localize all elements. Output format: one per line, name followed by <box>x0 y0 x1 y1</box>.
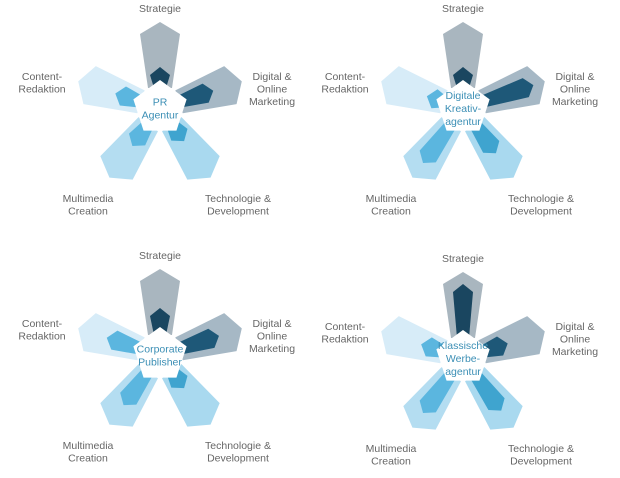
axis-label: Development <box>207 206 269 218</box>
axis-label: Digital & <box>555 321 594 333</box>
axis-label: Online <box>560 334 591 346</box>
axis-petal <box>403 367 461 430</box>
axis-petal <box>443 22 483 88</box>
axis-label: Marketing <box>552 346 598 358</box>
axis-petal <box>403 117 461 180</box>
chart-title-line: Kreativ- <box>445 103 482 115</box>
axis-label: Development <box>510 456 572 468</box>
axis-label: Marketing <box>552 96 598 108</box>
axis-label: Strategie <box>442 3 484 15</box>
axis-label: Strategie <box>442 253 484 265</box>
axis-label: Online <box>257 84 288 96</box>
axis-label: Online <box>257 331 288 343</box>
axis-petal <box>78 313 145 361</box>
petal-level <box>177 83 214 108</box>
axis-label: Strategie <box>139 3 181 15</box>
axis-label: Creation <box>371 206 411 218</box>
axis-label: Content- <box>22 71 63 83</box>
axis-petal <box>443 272 483 338</box>
axis-label: Marketing <box>249 343 295 355</box>
petal-level <box>419 370 457 414</box>
axis-label: Technologie & <box>205 440 271 452</box>
petal-outer <box>78 66 145 114</box>
chart-title-line: PR <box>153 97 168 109</box>
petal-level <box>453 67 473 88</box>
chart-title-line: Werbe- <box>446 353 481 365</box>
axis-label: Development <box>207 453 269 465</box>
axis-label: Creation <box>371 456 411 468</box>
petal-outer <box>140 269 180 335</box>
petal-level <box>419 120 457 164</box>
petal-level <box>150 67 170 88</box>
chart-title-line: Digitale <box>445 90 480 102</box>
axis-petal <box>478 66 545 114</box>
axis-label: Content- <box>325 321 366 333</box>
axis-label: Technologie & <box>508 443 574 455</box>
axis-label: Content- <box>325 71 366 83</box>
chart-title-line: Corporate <box>137 344 184 356</box>
chart-title-line: Klassische <box>438 340 488 352</box>
axis-label: Creation <box>68 206 108 218</box>
axis-petal <box>381 66 448 114</box>
axis-label: Multimedia <box>366 443 417 455</box>
petal-level <box>480 78 534 108</box>
axis-petal <box>78 66 145 114</box>
axis-label: Online <box>560 84 591 96</box>
axis-label: Redaktion <box>321 334 368 346</box>
petal-outer <box>140 22 180 88</box>
center-pentagon <box>436 80 490 131</box>
axis-label: Strategie <box>139 250 181 262</box>
axis-label: Multimedia <box>366 193 417 205</box>
petal-level <box>106 330 143 355</box>
axis-label: Technologie & <box>508 193 574 205</box>
center-pentagon <box>133 80 187 131</box>
axis-label: Digital & <box>252 71 291 83</box>
axis-label: Digital & <box>555 71 594 83</box>
axis-petal <box>140 22 180 88</box>
axis-label: Development <box>510 206 572 218</box>
chart-title-line: Agentur <box>142 110 179 122</box>
axis-petal <box>175 313 242 361</box>
axis-label: Technologie & <box>205 193 271 205</box>
chart-title-line: agentur <box>445 116 481 128</box>
axis-petal <box>175 66 242 114</box>
axis-label: Redaktion <box>321 84 368 96</box>
chart-title-line: Publisher <box>138 357 182 369</box>
center-pentagon <box>133 327 187 378</box>
petal-outer <box>443 22 483 88</box>
axis-label: Content- <box>22 318 63 330</box>
petal-level <box>177 328 219 355</box>
center-pentagon <box>436 330 490 381</box>
axis-label: Digital & <box>252 318 291 330</box>
axis-label: Multimedia <box>63 193 114 205</box>
axis-label: Multimedia <box>63 440 114 452</box>
petal-level <box>453 284 473 338</box>
axis-label: Redaktion <box>18 84 65 96</box>
axis-label: Redaktion <box>18 331 65 343</box>
petal-level <box>150 308 170 335</box>
axis-label: Marketing <box>249 96 295 108</box>
chart-title-line: agentur <box>445 366 481 378</box>
axis-label: Creation <box>68 453 108 465</box>
axis-petal <box>140 269 180 335</box>
